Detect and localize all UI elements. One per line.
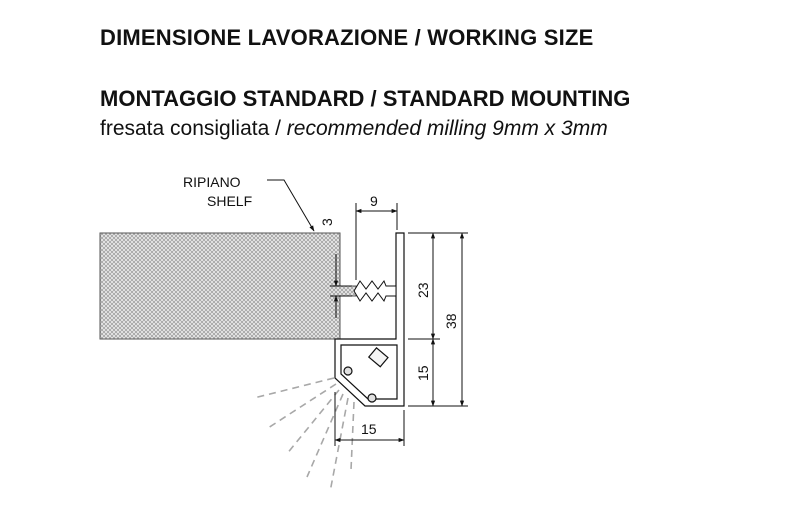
mounting-profile — [334, 232, 405, 407]
dim-profile-width — [334, 392, 405, 446]
dim-groove-width — [355, 203, 398, 280]
dim-groove-width-label: 9 — [370, 193, 378, 209]
milling-note-en: recommended milling 9mm x 3mm — [286, 117, 608, 140]
fixing-clip — [353, 279, 397, 303]
milling-note: fresata consigliata / recommended millin… — [100, 117, 608, 141]
page-title: DIMENSIONE LAVORAZIONE / WORKING SIZE — [100, 25, 594, 50]
dim-groove-depth — [330, 254, 352, 318]
light-rays — [253, 377, 355, 493]
dim-shelf-thickness-label: 23 — [415, 282, 431, 298]
dim-total-height-label: 38 — [443, 313, 459, 329]
dim-profile-width-label: 15 — [361, 421, 377, 437]
shelf-label-it: RIPIANO — [183, 174, 241, 190]
milling-note-it: fresata consigliata / — [100, 117, 287, 140]
shelf-leader — [267, 179, 315, 232]
dim-vertical — [408, 232, 468, 407]
mounting-heading: MONTAGGIO STANDARD / STANDARD MOUNTING — [100, 86, 631, 111]
shelf-board — [99, 232, 357, 340]
dim-groove-depth-label: 3 — [319, 218, 335, 226]
shelf-label-en: SHELF — [207, 193, 252, 209]
dim-profile-height-label: 15 — [415, 365, 431, 381]
